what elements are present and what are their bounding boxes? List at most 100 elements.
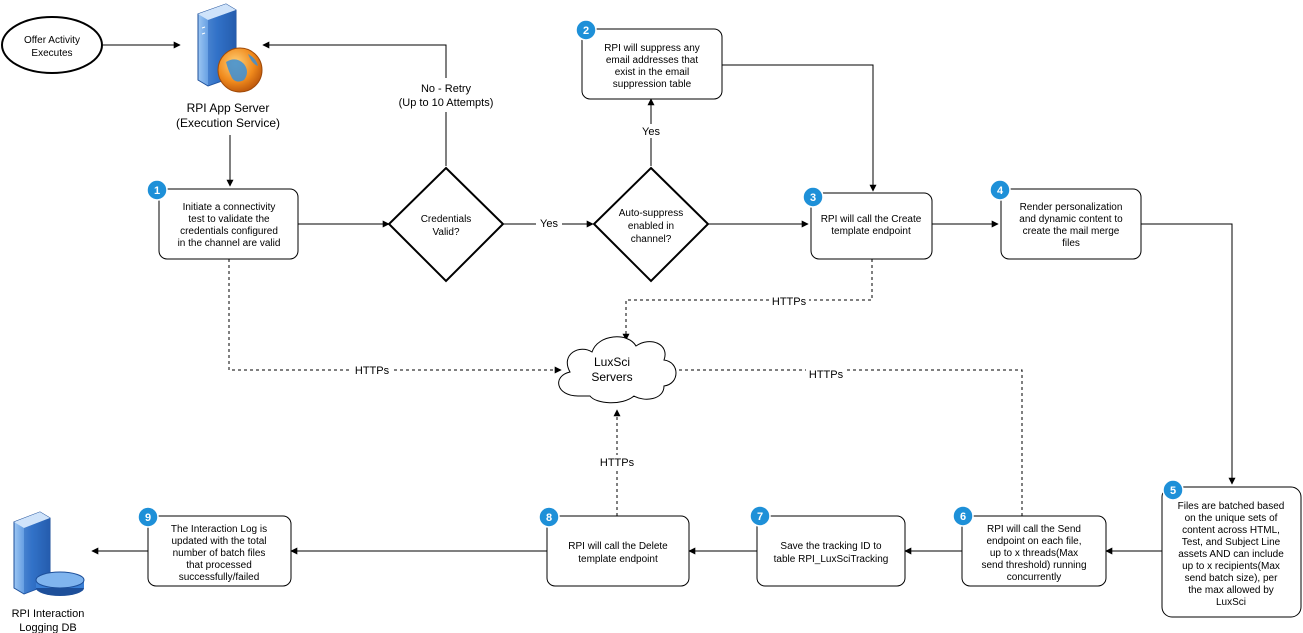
- edges: [91, 41, 1236, 555]
- start-line1: Offer Activity: [24, 35, 80, 46]
- step-badges: 1 2 3 4 5 6 7 8: [137, 19, 1184, 528]
- step-2-line1: RPI will suppress any: [604, 43, 700, 54]
- edge-https-step1: [228, 259, 562, 374]
- step-9-line1: The Interaction Log is: [171, 524, 267, 535]
- step-6-line5: concurrently: [1007, 572, 1061, 583]
- retry-label-line2: (Up to 10 Attempts): [399, 97, 494, 109]
- step-5-line6: up to x recipients(Max: [1182, 561, 1280, 572]
- step-1-line3: credentials configured: [180, 226, 278, 237]
- badge-7: 7: [749, 505, 771, 527]
- svg-text:9: 9: [145, 512, 151, 524]
- step-2: RPI will suppress any email addresses th…: [581, 28, 723, 100]
- svg-text:7: 7: [757, 511, 763, 523]
- edge-labels: No - Retry (Up to 10 Attempts) Yes Yes H…: [352, 78, 846, 469]
- step-4: Render personalization and dynamic conte…: [1000, 188, 1142, 260]
- step-5: Files are batched based on the unique se…: [1161, 486, 1302, 618]
- svg-text:1: 1: [154, 185, 160, 197]
- step-4-line4: files: [1062, 238, 1080, 249]
- step-9-line3: number of batch files: [173, 548, 266, 559]
- step-6-line2: endpoint on each file,: [986, 536, 1081, 547]
- svg-text:4: 4: [997, 185, 1004, 197]
- step-9-line2: updated with the total: [171, 536, 266, 547]
- step-4-line3: create the mail merge: [1023, 226, 1120, 237]
- badge-9: 9: [137, 506, 159, 528]
- badge-5: 5: [1162, 479, 1184, 501]
- app-server-label-line2: (Execution Service): [176, 116, 280, 130]
- db-label-line1: RPI Interaction: [12, 608, 85, 620]
- step-7-line2: table RPI_LuxSciTracking: [774, 554, 889, 565]
- step-7: Save the tracking ID to table RPI_LuxSci…: [756, 515, 906, 587]
- svg-text:6: 6: [960, 511, 966, 523]
- step-1-line1: Initiate a connectivity: [183, 202, 276, 213]
- step-3-line2: template endpoint: [831, 226, 911, 237]
- svg-text:3: 3: [810, 192, 816, 204]
- edge-https-step6: [663, 366, 1023, 516]
- globe-icon: [217, 47, 263, 93]
- badge-1: 1: [146, 179, 168, 201]
- yes-autosuppress-label: Yes: [642, 126, 660, 138]
- step-4-line1: Render personalization: [1020, 202, 1123, 213]
- step-1-line4: in the channel are valid: [178, 238, 281, 249]
- edge-step2-to-step3: [722, 64, 877, 192]
- svg-text:2: 2: [583, 25, 589, 37]
- edge-step4-to-step5: [1141, 223, 1236, 485]
- step-6-line1: RPI will call the Send: [987, 524, 1081, 535]
- step-8-line1: RPI will call the Delete: [568, 541, 668, 552]
- disk-icon: [35, 571, 85, 596]
- step-2-line3: exist in the email: [615, 67, 689, 78]
- step-5-line9: LuxSci: [1216, 597, 1246, 608]
- https-step3-label: HTTPs: [772, 296, 807, 308]
- step-4-line2: and dynamic content to: [1019, 214, 1123, 225]
- credentials-line1: Credentials: [421, 214, 472, 225]
- https-step6-label: HTTPs: [809, 369, 844, 381]
- cloud-label-line2: Servers: [591, 370, 632, 384]
- app-server-label-line1: RPI App Server: [187, 101, 270, 115]
- step-5-line8: the max allowed by: [1188, 585, 1274, 596]
- autosuppress-line3: channel?: [631, 234, 672, 245]
- step-5-line1: Files are batched based: [1178, 501, 1285, 512]
- step-9-line5: successfully/failed: [179, 572, 260, 583]
- step-5-line2: on the unique sets of: [1185, 513, 1278, 524]
- start-line2: Executes: [31, 48, 72, 59]
- badge-2: 2: [575, 19, 597, 41]
- https-step1-label: HTTPs: [355, 365, 390, 377]
- credentials-line2: Valid?: [432, 227, 459, 238]
- step-5-line4: Test, and Subject Line: [1182, 537, 1281, 548]
- step-9: The Interaction Log is updated with the …: [147, 515, 292, 587]
- svg-text:8: 8: [546, 512, 552, 524]
- badge-6: 6: [952, 505, 974, 527]
- step-3: RPI will call the Create template endpoi…: [810, 192, 933, 260]
- edge-credentials-retry: [262, 41, 447, 166]
- autosuppress-line1: Auto-suppress: [619, 208, 683, 219]
- edge-https-step3: [622, 259, 873, 341]
- badge-4: 4: [989, 179, 1011, 201]
- step-5-line7: send batch size), per: [1185, 573, 1278, 584]
- step-7-line1: Save the tracking ID to: [780, 541, 882, 552]
- step-6-line3: up to x threads(Max: [990, 548, 1078, 559]
- svg-text:5: 5: [1170, 485, 1176, 497]
- step-1: Initiate a connectivity test to validate…: [158, 188, 299, 260]
- db-label-line2: Logging DB: [19, 622, 77, 633]
- decision-credentials: Credentials Valid?: [387, 166, 505, 283]
- step-6: RPI will call the Send endpoint on each …: [961, 515, 1107, 587]
- cloud-label-line1: LuxSci: [594, 355, 630, 369]
- step-3-line1: RPI will call the Create: [821, 214, 922, 225]
- decision-autosuppress: Auto-suppress enabled in channel?: [592, 166, 710, 283]
- luxsci-cloud: LuxSci Servers: [558, 336, 677, 404]
- app-server-node: RPI App Server (Execution Service): [176, 3, 280, 130]
- step-5-line3: content across HTML,: [1182, 525, 1280, 536]
- step-8: RPI will call the Delete template endpoi…: [546, 515, 690, 587]
- step-2-line4: suppression table: [613, 79, 692, 90]
- retry-label-line1: No - Retry: [421, 83, 472, 95]
- step-2-line2: email addresses that: [606, 55, 698, 66]
- start-node: Offer Activity Executes: [1, 16, 103, 74]
- step-5-line5: assets AND can include: [1178, 549, 1284, 560]
- badge-3: 3: [802, 186, 824, 208]
- step-6-line4: send threshold) running: [981, 560, 1086, 571]
- step-8-line2: template endpoint: [578, 554, 658, 565]
- autosuppress-line2: enabled in: [628, 221, 674, 232]
- badge-8: 8: [538, 506, 560, 528]
- step-1-line2: test to validate the: [188, 214, 270, 225]
- db-node: RPI Interaction Logging DB: [12, 511, 85, 633]
